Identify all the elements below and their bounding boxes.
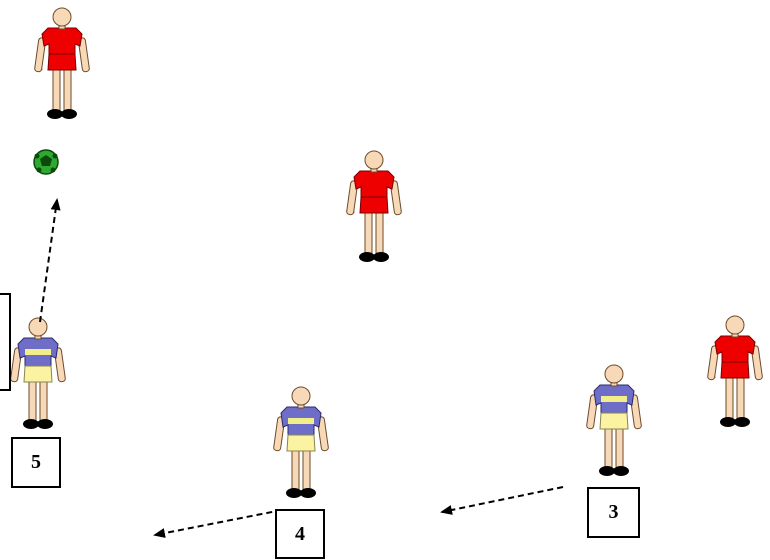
blue-player-4[interactable] bbox=[272, 386, 330, 499]
player-number-label: 5 bbox=[31, 451, 41, 473]
dashed-arrow-icon bbox=[39, 198, 61, 323]
blue-player-5[interactable] bbox=[9, 317, 67, 430]
partial-label-box bbox=[0, 293, 11, 391]
dashed-arrow-icon bbox=[153, 509, 283, 538]
player-number-box-3: 3 bbox=[587, 487, 640, 538]
player-number-label: 3 bbox=[608, 501, 619, 523]
red-player-right[interactable] bbox=[707, 316, 762, 427]
soccer-ball-icon[interactable] bbox=[33, 149, 59, 175]
blue-player-3[interactable] bbox=[585, 364, 643, 477]
player-number-box-4: 4 bbox=[275, 509, 325, 559]
red-player-center[interactable] bbox=[346, 151, 401, 262]
player-number-box-5: 5 bbox=[11, 437, 61, 488]
red-player-top-left[interactable] bbox=[34, 8, 89, 119]
player-number-label: 4 bbox=[295, 522, 305, 545]
dashed-arrow-icon bbox=[440, 486, 564, 515]
